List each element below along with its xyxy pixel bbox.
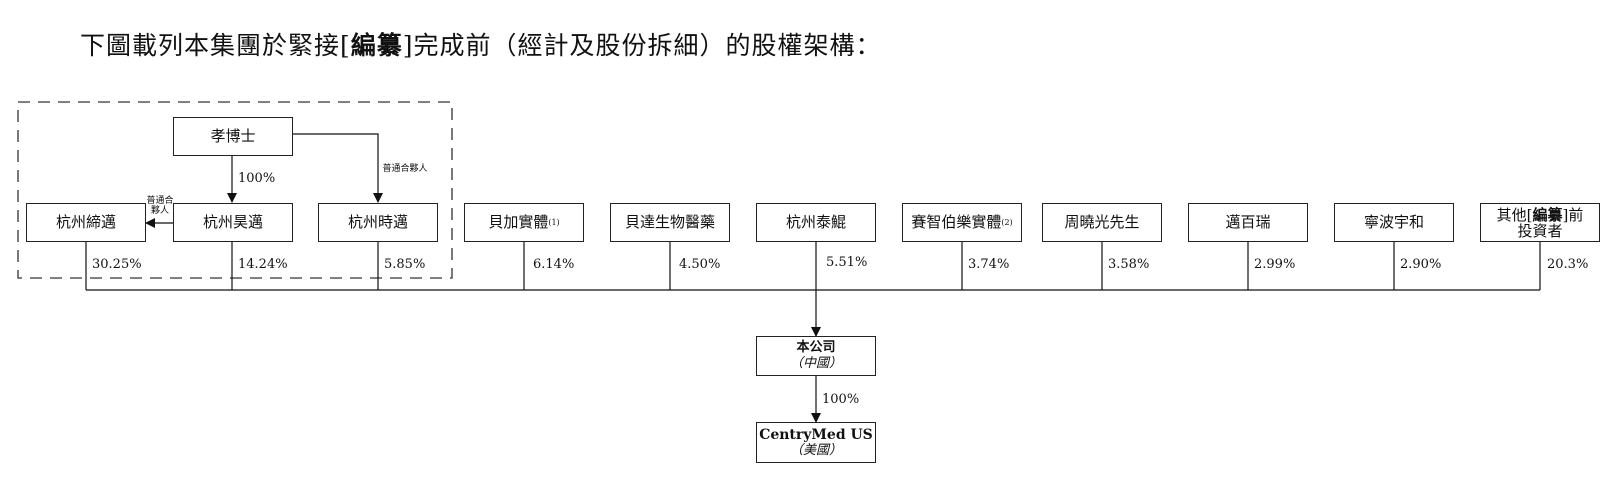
redacted-term: 編纂: [350, 31, 403, 60]
founder-ownership-pct: 100%: [238, 171, 276, 186]
subsidiary-box: CentryMed US （美國）: [756, 422, 876, 463]
pct-dimai: 30.25%: [92, 257, 142, 272]
page-title: 下圖載列本集團於緊接[編纂]完成前（經計及股份拆細）的股權架構：: [80, 31, 882, 60]
shareholder-maibairui: 邁百瑞: [1188, 203, 1308, 242]
pct-zhou: 3.58%: [1108, 257, 1150, 272]
subsidiary-name: CentryMed US: [759, 426, 873, 443]
pct-beijia: 6.14%: [533, 257, 575, 272]
shareholder-betta: 貝達生物醫藥: [610, 203, 730, 242]
shareholder-zhou: 周曉光先生: [1042, 203, 1162, 242]
gp-group-dashed-border: [17, 101, 453, 279]
pct-betta: 4.50%: [679, 257, 721, 272]
company-name: 本公司: [796, 340, 836, 355]
pct-haomai: 14.24%: [238, 257, 288, 272]
pct-saizhi: 3.74%: [968, 257, 1010, 272]
shareholder-taikun: 杭州泰鯤: [756, 203, 876, 242]
shareholder-shimai: 杭州時邁: [318, 203, 438, 242]
shareholder-saizhi: 賽智伯樂實體(2): [902, 203, 1022, 242]
shareholder-other-investors: 其他[編纂]前 投資者: [1480, 203, 1600, 242]
subsidiary-ownership-pct: 100%: [822, 392, 860, 407]
pct-shimai: 5.85%: [384, 257, 426, 272]
gp-label-right: 普通合夥人: [382, 164, 428, 174]
gp-label-left: 普通合夥人: [146, 196, 174, 216]
subsidiary-location: （美國）: [789, 442, 842, 458]
founder-box: 孝博士: [173, 117, 293, 156]
shareholder-beijia: 貝加實體(1): [464, 203, 584, 242]
founder-to-shimai-line: [292, 133, 383, 203]
pct-other-investors: 20.3%: [1547, 257, 1589, 272]
company-location: （中國）: [789, 356, 842, 371]
shareholder-haomai: 杭州昊邁: [173, 203, 293, 242]
pct-ningbo: 2.90%: [1400, 257, 1442, 272]
company-box: 本公司 （中國）: [756, 336, 876, 376]
pct-maibairui: 2.99%: [1254, 257, 1296, 272]
shareholder-ningbo: 寧波宇和: [1334, 203, 1454, 242]
shareholder-dimai: 杭州締邁: [26, 203, 146, 242]
pct-taikun: 5.51%: [826, 255, 868, 270]
